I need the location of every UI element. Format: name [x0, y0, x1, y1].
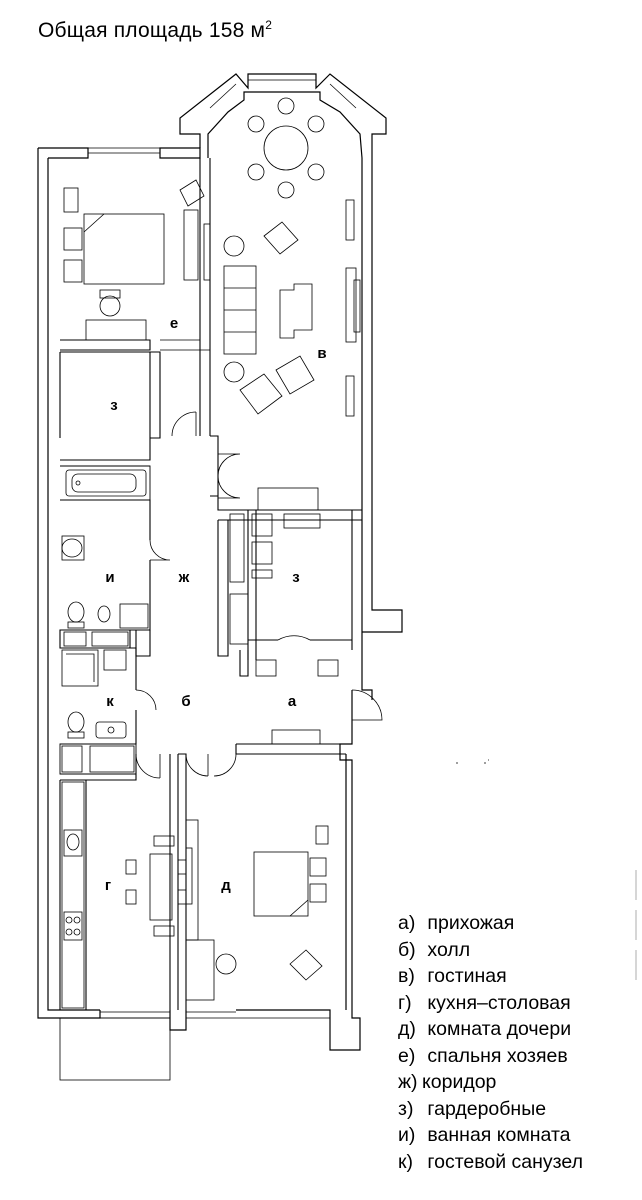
bidet — [97, 605, 111, 623]
room-legend: а) прихожая б) холл в) гостиная г) кухня… — [398, 910, 583, 1175]
room-label-zh: ж — [178, 569, 190, 586]
kitchen-counter — [61, 781, 85, 1009]
armchair-d — [289, 949, 323, 981]
room-label-e: е — [170, 315, 178, 332]
armchair — [179, 179, 205, 207]
area-unit-power: 2 — [265, 18, 273, 32]
legend-item-zh: ж)коридор — [398, 1071, 497, 1093]
room-label-g: г — [105, 877, 111, 894]
single-bed — [253, 851, 309, 917]
bedroom-furniture — [63, 179, 211, 341]
room-label-k: к — [106, 693, 114, 710]
outer-walls — [37, 73, 403, 1051]
dining-table-kitchen — [149, 853, 173, 921]
plan-title: Общая площадь 158 м2 — [38, 18, 272, 43]
coffee-table — [279, 283, 313, 339]
dining-table — [263, 125, 309, 171]
kitchen-sink — [66, 833, 80, 851]
double-bed — [83, 213, 165, 285]
marks — [456, 759, 637, 980]
room-label-i: и — [105, 569, 114, 586]
shower-tray — [61, 649, 99, 687]
legend-item-g: г) кухня–столовая — [398, 991, 571, 1014]
wc-furniture — [61, 649, 135, 773]
total-area-text: Общая площадь 158 — [38, 19, 245, 42]
bathtub — [65, 469, 147, 497]
legend-item-v: в) гостиная — [398, 965, 507, 987]
doors — [135, 411, 383, 779]
room-label-b: б — [181, 693, 190, 710]
toilet — [67, 601, 85, 623]
legend-item-i: и) ванная комната — [398, 1124, 571, 1146]
legend-item-z: з) гардеробные — [398, 1097, 547, 1120]
room-label-z2: з — [292, 569, 299, 586]
guest-sink — [95, 721, 127, 739]
room-label-v: в — [317, 345, 326, 362]
wardrobe-furniture — [229, 513, 339, 745]
room-label-a: а — [288, 693, 297, 710]
sink — [61, 538, 83, 558]
room-labels: е в з и ж з к б а г д — [105, 315, 327, 894]
balcony — [59, 1017, 171, 1081]
armchair-a — [239, 373, 283, 415]
hob — [63, 911, 83, 941]
daughter-room-furniture — [185, 819, 329, 1001]
legend-item-d: д) комната дочери — [398, 1018, 572, 1040]
armchair-b — [275, 355, 315, 395]
desk-chair — [99, 295, 121, 317]
room-label-d: д — [221, 877, 231, 894]
living-room-furniture — [223, 97, 361, 511]
armchair-small — [263, 221, 299, 255]
desk-chair-d — [215, 953, 237, 975]
legend-item-k: к) гостевой санузел — [398, 1150, 583, 1173]
bath-furniture — [61, 469, 149, 647]
legend-item-b: б) холл — [398, 938, 471, 961]
kitchen-furniture — [61, 781, 187, 1009]
guest-toilet — [67, 711, 85, 733]
area-unit: м — [250, 19, 266, 42]
room-label-z1: з — [110, 397, 117, 414]
legend-item-a: а) прихожая — [398, 912, 515, 934]
legend-item-e: е) спальня хозяев — [398, 1044, 568, 1067]
